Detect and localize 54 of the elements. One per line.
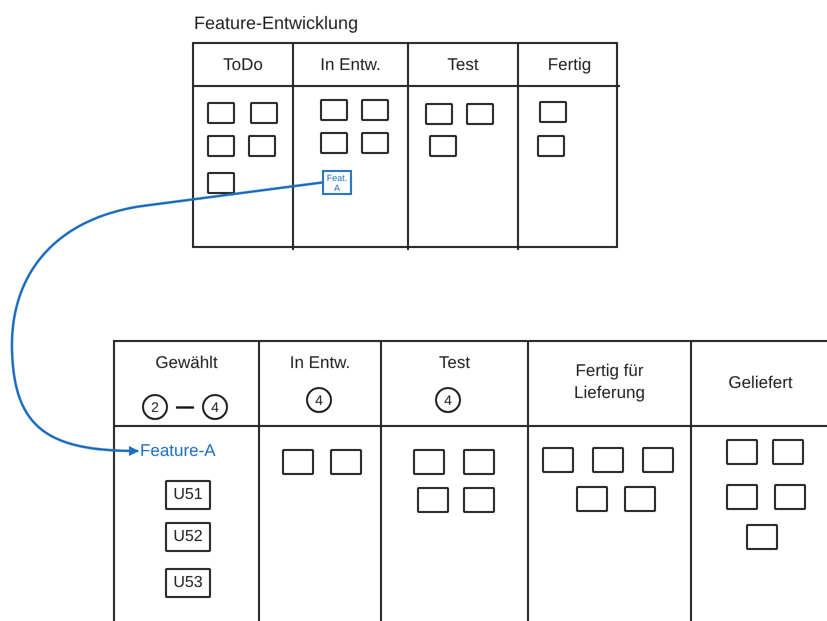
task-card	[361, 132, 389, 154]
board-column	[294, 44, 409, 250]
task-card	[624, 486, 656, 512]
column-header: Fertig	[546, 54, 592, 76]
task-card	[774, 484, 806, 510]
column-header: Gewählt	[154, 352, 219, 374]
task-card	[537, 135, 565, 157]
task-card	[726, 484, 758, 510]
column-header: ToDo	[222, 54, 264, 76]
task-card	[250, 102, 278, 124]
task-card	[463, 487, 495, 513]
board-title: Feature-Entwicklung	[194, 12, 358, 35]
task-card	[425, 103, 453, 125]
task-card	[542, 447, 574, 473]
task-card	[539, 101, 567, 123]
column-header: Geliefert	[727, 372, 794, 394]
column-header: In Entw.	[288, 352, 352, 374]
board-column	[260, 342, 382, 621]
story-card: U53	[165, 568, 211, 598]
task-card	[282, 449, 314, 475]
task-card	[413, 449, 445, 475]
task-card	[207, 102, 235, 124]
arrow	[10, 181, 322, 456]
task-card	[320, 132, 348, 154]
task-card	[320, 99, 348, 121]
board-column	[382, 342, 529, 621]
task-card	[463, 449, 495, 475]
board-column	[194, 44, 294, 250]
task-card	[592, 447, 624, 473]
task-card	[429, 135, 457, 157]
task-card	[466, 103, 494, 125]
card-label: Feat. A	[326, 172, 348, 192]
task-card	[576, 486, 608, 512]
task-card	[207, 172, 235, 194]
board-column	[529, 342, 692, 621]
task-card	[207, 135, 235, 157]
story-card: U51	[165, 480, 211, 510]
board-column	[409, 44, 519, 250]
story-card: U52	[165, 522, 211, 552]
column-header: Fertig für Lieferung	[573, 360, 646, 404]
task-card	[772, 439, 804, 465]
column-header: Test	[438, 352, 472, 374]
task-card	[330, 449, 362, 475]
board-column	[115, 342, 260, 621]
column-header: Test	[446, 54, 480, 76]
task-card	[726, 439, 758, 465]
task-card	[361, 99, 389, 121]
task-card	[746, 524, 778, 550]
column-header: In Entw.	[319, 54, 382, 76]
task-card	[248, 135, 276, 157]
feature-label: Feature-A	[140, 440, 232, 462]
kanban-board	[113, 340, 827, 621]
task-card	[417, 487, 449, 513]
task-card	[642, 447, 674, 473]
